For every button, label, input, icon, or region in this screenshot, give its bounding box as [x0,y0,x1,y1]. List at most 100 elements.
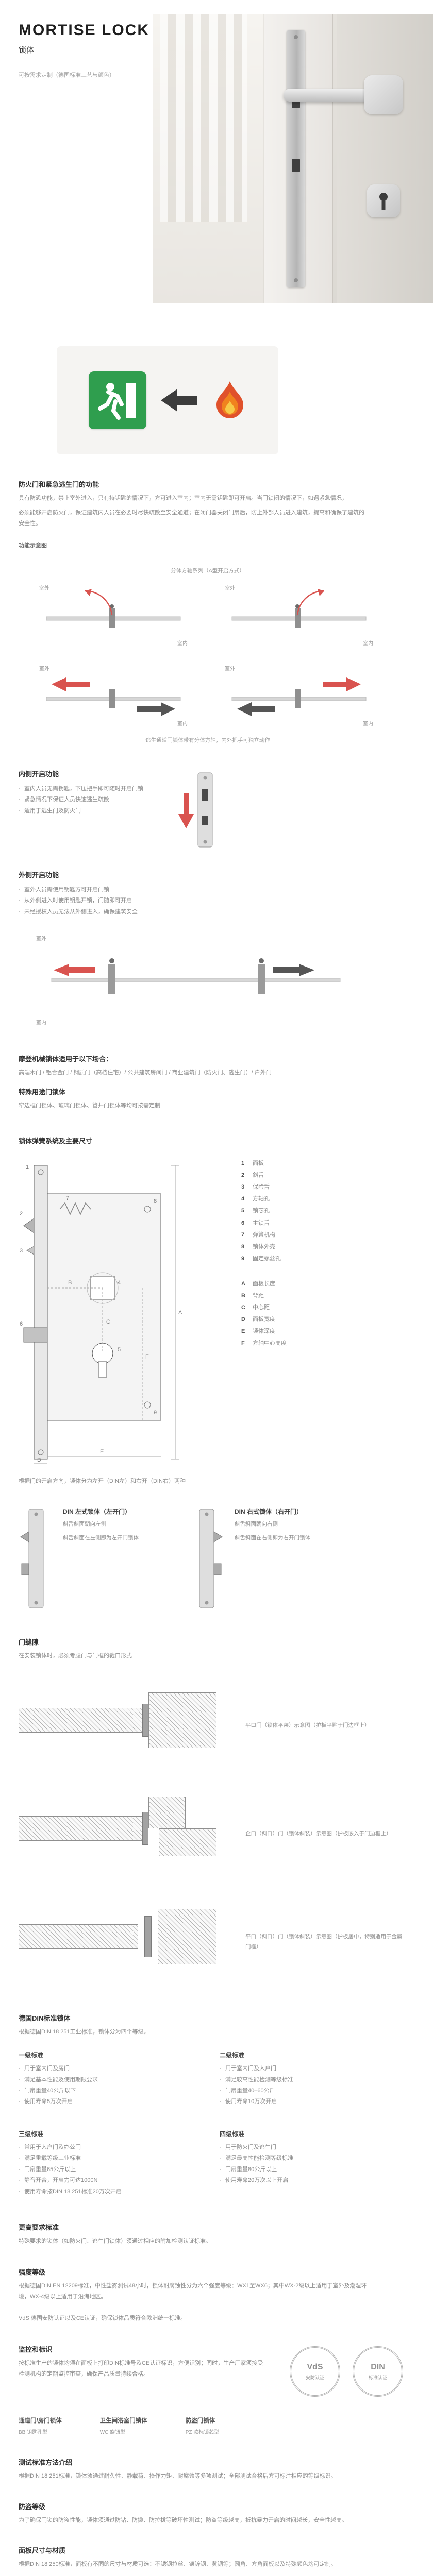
dim-letter-label: A [178,1310,182,1316]
grade-block: 四级标准 用于防火门及逃生门 满足最高性能检测等级标准 门扇重量80公斤以上 使… [220,2129,395,2197]
outside-label: 室外 [39,586,49,592]
lock-type-label: 通道门/房门锁体 [19,2418,62,2425]
wall [337,14,433,303]
din-right-plate-icon [199,1509,223,1608]
dim-letter-label: B [68,1280,72,1286]
outside-label: 室外 [39,666,49,672]
tagline: 可按需求定制（德国标准工艺与颜色） [19,72,115,78]
section-heading: 更高要求标准 [19,2224,59,2231]
grade-item: 门扇重量80公斤以上 [220,2164,395,2176]
page-title: MORTISE LOCK [19,22,149,39]
inside-label: 室内 [177,641,188,647]
grade-block: 二级标准 用于室内门及入户门 满足较高性能检测等级标准 门扇重量40–60公斤 … [220,2050,395,2108]
seal-label: DIN [371,2362,385,2371]
section-test-intro: 测试标准方法介绍 根据DIN 18 251标准，锁体须通过耐久性、静载荷、操作力… [19,2457,412,2481]
screw-icon [294,35,298,39]
dim-letter-label: E [100,1449,104,1455]
din-title: DIN 右式锁体（右开门） [235,1508,303,1516]
lock-type-label: 卫生间浴室门锁体 [99,2418,147,2425]
section-dimensions: 锁体弹簧系统及主要尺寸 [19,1136,412,1610]
grade-title: 三级标准 [19,2130,44,2138]
header: MORTISE LOCK 锁体 可按需求定制（德国标准工艺与颜色） [0,0,433,319]
cert-seal-vds-icon: VdS 安防认证 [290,2346,340,2397]
door-swing-diagram [46,677,181,717]
din-left-text: DIN 左式锁体（左开门） 斜舌斜面朝向左侧 斜舌斜面在左侧即为左开门锁体 [63,1507,139,1544]
lock-type-sub: WC 旋钮型 [99,2430,126,2436]
lock-type-item: 通道门/房门锁体 BB 钥匙孔型 [19,2416,62,2435]
cert-seal-din-icon: DIN 标准认证 [353,2346,403,2397]
hatch-section [19,1899,230,1986]
lever-handle [284,89,372,102]
diagram-cell: 室外 室内 [222,662,376,729]
section-outer-open: 外侧开启功能 室外人员需使用钥匙方可开启门锁 从外侧进入时使用钥匙开锁，门随即可… [19,870,412,918]
section-door-gap: 门缝隙 在安装锁体时，必须考虑门与门框的裁口形式 [19,1637,412,1661]
section-heading: 门缝隙 [19,1638,39,1647]
paragraph: 窄边框门锁体、玻璃门锁体、管井门锁体等均可按需定制 [19,1102,160,1109]
section-heading: 内侧开启功能 [19,770,59,778]
inside-label: 室内 [363,641,373,647]
outer-open-diagram: 室外 室内 [31,931,361,1029]
section-heading: 外侧开启功能 [19,871,59,879]
diagram-label: 功能示意图 [19,543,47,549]
faceplate-section [142,1811,148,1845]
din-line: 斜舌斜面朝向右侧 [235,1521,278,1528]
exit-running-man-icon [89,371,146,429]
grade-item: 满足最高性能检测等级标准 [220,2153,395,2164]
section-fire-function: 防火门和紧急逃生门的功能 具有防恐功能，禁止室外进入，只有持钥匙的情况下，方可进… [19,479,412,549]
grade-title: 二级标准 [220,2052,245,2059]
diagram-cell: 室外 室内 [36,662,191,729]
hatch-section [19,1682,230,1770]
door-cross-section [19,1707,143,1733]
door-swing-diagram [231,677,367,717]
dim-letter-label: C [106,1319,110,1325]
din-right-item: DIN 右式锁体（右开门） 斜舌斜面朝向右侧 斜舌斜面在右侧即为右开门锁体 [190,1507,310,1610]
function-diagram-block: 分体方轴系列（A型开启方式） 室外 室内 室外 室内 [36,567,379,744]
section-heading: 强度等级 [19,2268,46,2277]
door-gap-diagram-2: 企口（斜口）门（锁体斜装）示意图（护板嵌入于门边框上） [19,1790,412,1878]
paragraph: 按标准生产的锁体均须在面板上打印DIN标准号及CE认证标识，方便识别；同时，生产… [19,2360,263,2377]
outside-label: 室外 [36,936,46,942]
inside-label: 室内 [363,721,373,727]
inside-label: 室内 [177,721,188,727]
grade-item: 使用寿命20万次以上开启 [220,2175,395,2187]
paragraph: 根据DIN 18 250标准，面板有不同的尺寸与材质可选：不锈钢拉丝、镀锌钢、黄… [19,2561,337,2568]
monitoring-text: 监控和标识 按标准生产的锁体均须在面板上打印DIN标准号及CE认证标识，方便识别… [19,2344,266,2379]
hatch-caption: 平口（斜口）门（锁体斜装）示意图（护板居中，特别适用于金属门框） [245,1934,403,1950]
paragraph: 根据德国DIN 18 251工业标准，锁体分为四个等级。 [19,2028,149,2035]
bullet-item: 紧急情况下保证人员快速逃生疏散 [19,794,143,806]
paragraph: 在安装锁体时，必须考虑门与门框的裁口形式 [19,1653,132,1659]
grade-item: 门扇重量40公斤以下 [19,2086,194,2097]
part-number-label: 1 [26,1164,29,1171]
door-gap-diagram-1: 平口门（锁体平装）示意图（护板平贴于门边框上） [19,1682,412,1770]
grade-item: 使用寿命10万次开启 [220,2096,395,2108]
outside-label: 室外 [225,586,235,592]
hatch-caption: 平口门（锁体平装）示意图（护板平贴于门边框上） [245,1722,370,1728]
keyhole-slot [381,199,386,210]
din-right-text: DIN 右式锁体（右开门） 斜舌斜面朝向右侧 斜舌斜面在右侧即为右开门锁体 [235,1507,310,1544]
door-cross-section [19,1924,138,1949]
lock-types-row: 通道门/房门锁体 BB 钥匙孔型 卫生间浴室门锁体 WC 旋钮型 防盗门锁体 P… [19,2416,412,2435]
grade-item: 使用寿命5万次开启 [19,2096,194,2108]
handle-rose [364,75,403,114]
diagram-cell: 室外 室内 [222,582,376,649]
section-vds: VdS 德国安防认证以及CE认证，确保锁体品质符合欧洲统一标准。 [19,2313,412,2324]
part-number-label: 4 [118,1280,121,1286]
diagram-caption: 逃生通道门锁体带有分体方轴，内外把手可独立动作 [145,737,270,744]
section-strength: 强度等级 根据德国DIN EN 12209标准，中性盐雾测试48小时，锁体耐腐蚀… [19,2267,412,2302]
inside-label: 室内 [36,1020,46,1026]
inner-open-text: 内侧开启功能 室内人员无需钥匙，下压把手即可随时开启门锁 紧急情况下保证人员快速… [19,769,143,817]
diagram-grid: 室外 室内 室外 室内 [36,582,379,729]
section-heading: 防盗等级 [19,2502,46,2511]
section-monitoring: 监控和标识 按标准生产的锁体均须在面板上打印DIN标准号及CE认证标识，方便识别… [19,2344,412,2397]
section-applications: 摩登机械锁体适用于以下场合： 高端木门 / 铝合金门 / 钢质门（高档住宅）/ … [19,1054,412,1111]
section-heading: 防火门和紧急逃生门的功能 [19,481,99,488]
seal-label: VdS [307,2362,323,2371]
screw-icon [294,278,298,282]
